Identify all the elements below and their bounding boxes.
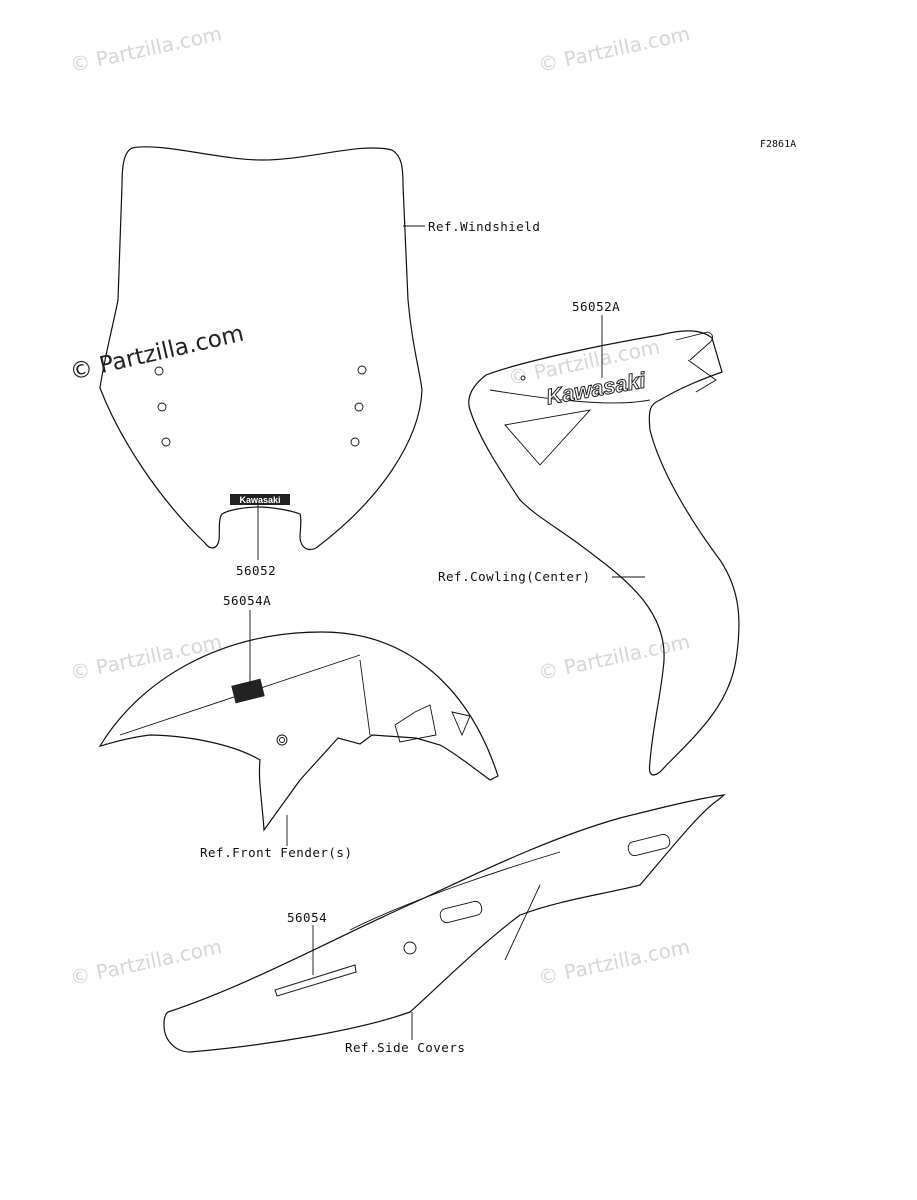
part-number-56052a: 56052A <box>572 299 620 314</box>
fender-outline <box>98 631 499 832</box>
watermark: © Partzilla.com <box>536 934 692 990</box>
fender-stripe <box>119 654 361 736</box>
cowling-outline <box>468 330 740 776</box>
windshield-decal <box>230 494 290 505</box>
side-covers <box>163 794 726 1053</box>
bolt-hole <box>161 437 171 447</box>
watermark: © Partzilla.com <box>68 629 224 685</box>
watermark-group: © Partzilla.com © Partzilla.com © Partzi… <box>68 21 692 990</box>
ref-side-covers-label: Ref.Side Covers <box>345 1040 465 1055</box>
windshield: Kawasaki <box>99 146 425 560</box>
side-cover-outline <box>163 794 726 1053</box>
side-cover-slot <box>627 833 671 857</box>
side-cover-hole <box>403 941 417 955</box>
fender-tab <box>451 711 471 737</box>
part-number-56054a: 56054A <box>223 593 271 608</box>
bolt-hole <box>154 366 164 376</box>
side-cover-slot <box>439 900 483 924</box>
side-cover-ridge <box>349 851 561 931</box>
watermark: © Partzilla.com <box>536 21 692 77</box>
ref-windshield-label: Ref.Windshield <box>428 219 540 234</box>
watermark: © Partzilla.com <box>536 629 692 685</box>
bolt-hole <box>357 365 367 375</box>
bolt-hole <box>350 437 360 447</box>
fender-bracket <box>394 704 437 743</box>
ref-front-fender-label: Ref.Front Fender(s) <box>200 845 353 860</box>
cowling-bracket <box>687 359 717 393</box>
side-cover-ridge <box>504 884 541 961</box>
front-fender <box>98 610 499 846</box>
fender-hole <box>276 734 288 746</box>
windshield-decal-text: Kawasaki <box>239 495 280 505</box>
watermark: © Partzilla.com <box>68 934 224 990</box>
ref-cowling-label: Ref.Cowling(Center) <box>438 569 591 584</box>
cowling-cutout <box>504 409 592 466</box>
watermark-strong: © Partzilla.com <box>68 321 247 386</box>
bolt-hole <box>354 402 364 412</box>
watermark: © Partzilla.com <box>68 21 224 77</box>
cowling-bracket <box>675 331 713 361</box>
part-number-56052: 56052 <box>236 563 276 578</box>
fender-decal <box>231 678 265 704</box>
bolt-hole <box>157 402 167 412</box>
part-number-56054: 56054 <box>287 910 327 925</box>
fender-hole <box>279 737 285 743</box>
figure-code: F2861A <box>760 139 796 150</box>
windshield-outline <box>99 146 423 551</box>
fender-edge <box>359 659 371 736</box>
cowling-edge <box>489 389 651 404</box>
cowling-pin <box>520 375 526 381</box>
side-cover-decal <box>274 964 357 997</box>
